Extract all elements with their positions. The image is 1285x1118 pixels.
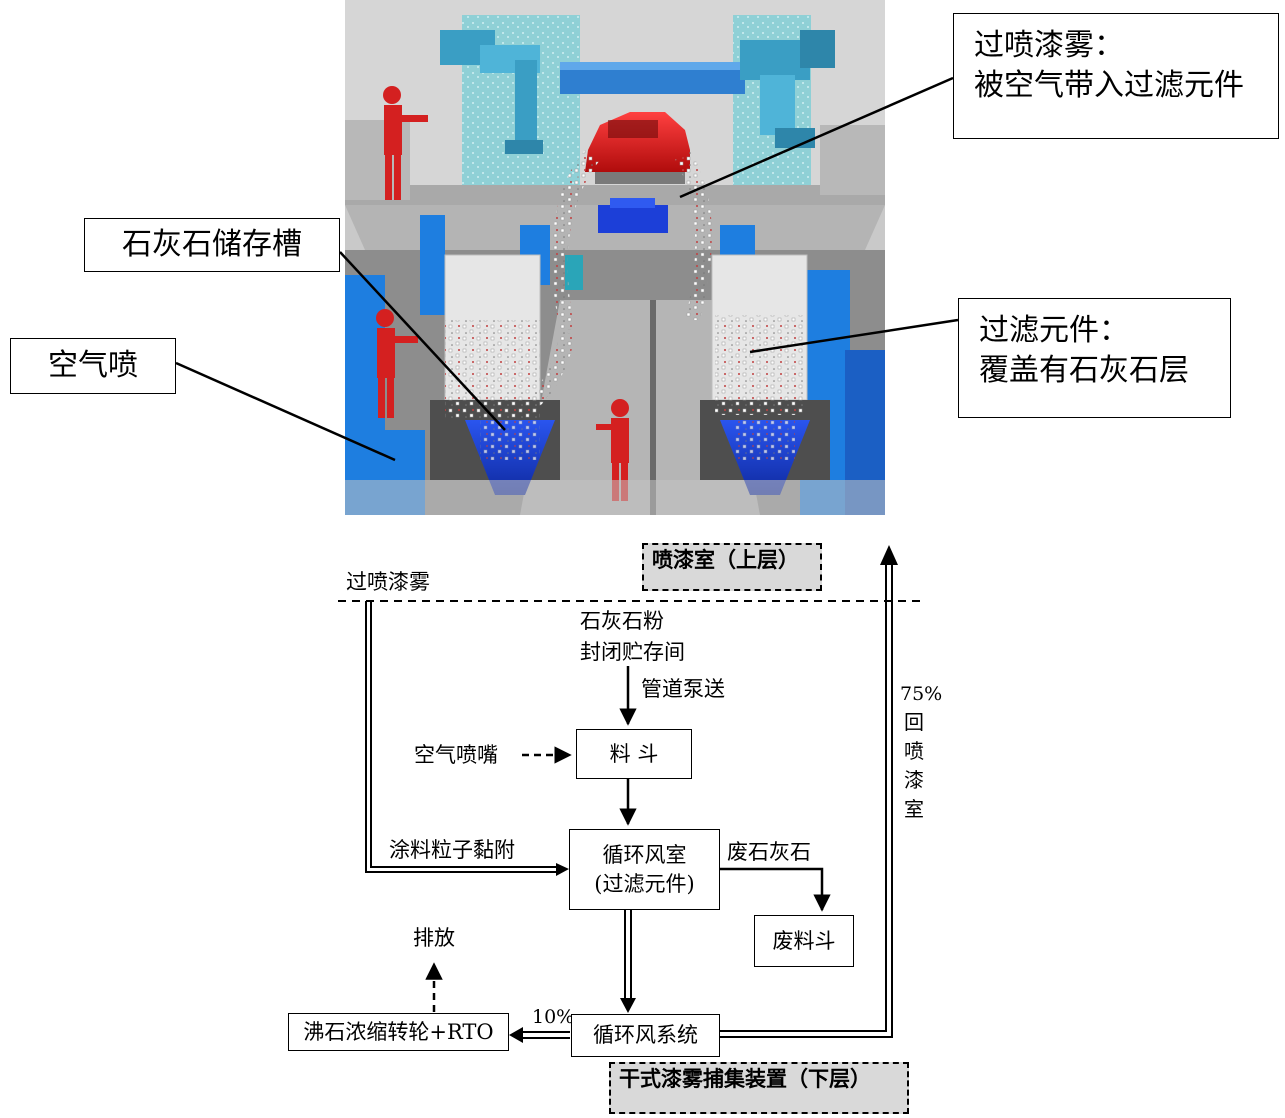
- leader-limestone-tank: [339, 251, 506, 431]
- callout-limestone-tank-text: 石灰石储存槽: [122, 227, 302, 262]
- overspray-mist-right: [675, 150, 712, 320]
- filter-element-left: [445, 320, 540, 420]
- recirc-chamber-line1: 循环风室: [602, 842, 687, 867]
- recirc-system-text: 循环风系统: [593, 1023, 698, 1047]
- car-body: [585, 112, 690, 233]
- overspray-path-a: [365, 601, 560, 873]
- rto-percent-label: 10%: [532, 1006, 575, 1028]
- rto-text: 沸石浓缩转轮+RTO: [303, 1019, 494, 1044]
- callout-limestone-tank: 石灰石储存槽: [84, 218, 340, 272]
- return-percent-label: 75%: [900, 683, 943, 705]
- robot-left: [440, 30, 543, 154]
- hopper-left: [465, 420, 555, 495]
- leader-air-jet: [175, 361, 396, 462]
- waste-arrow: [720, 867, 831, 912]
- air-nozzle-label: 空气喷嘴: [414, 743, 498, 767]
- hopper-box: 料 斗: [576, 729, 692, 779]
- spray-booth-illustration: [345, 0, 885, 515]
- discharge-label: 排放: [413, 926, 455, 950]
- overspray-path-b: [370, 601, 560, 868]
- return-path-a: [720, 562, 887, 1032]
- storage-label-line1: 石灰石粉: [580, 609, 664, 633]
- callout-overspray-line1: 过喷漆雾：: [974, 28, 1124, 63]
- rto-box: 沸石浓缩转轮+RTO: [288, 1013, 509, 1051]
- recirc-system-box: 循环风系统: [571, 1014, 720, 1057]
- recirc-chamber-line2: (过滤元件): [594, 871, 695, 896]
- return-text-vertical: 回喷漆室: [904, 710, 924, 821]
- pipe-pump-label: 管道泵送: [641, 677, 725, 701]
- overspray-label: 过喷漆雾: [346, 570, 430, 594]
- overspray-mist-left: [552, 150, 600, 330]
- lower-layer-text: 干式漆雾捕集装置（下层）: [619, 1067, 871, 1091]
- robot-right: [740, 30, 835, 148]
- waste-limestone-label: 废石灰石: [727, 840, 811, 864]
- callout-air-jet: 空气喷: [10, 338, 176, 394]
- lower-layer-tag: 干式漆雾捕集装置（下层）: [609, 1062, 909, 1114]
- leader-overspray: [679, 76, 954, 199]
- upper-layer-text: 喷漆室（上层）: [652, 548, 799, 572]
- adhesion-label: 涂料粒子黏附: [389, 838, 515, 862]
- worker-lower-left: [376, 309, 418, 418]
- callout-filter-element: 过滤元件： 覆盖有石灰石层: [958, 298, 1231, 418]
- waste-hopper-text: 废料斗: [772, 928, 836, 953]
- callout-air-jet-text: 空气喷: [48, 348, 138, 383]
- worker-upper: [383, 86, 428, 200]
- filter-element-right: [715, 315, 805, 415]
- leader-filter-element: [749, 318, 959, 354]
- upper-layer-tag: 喷漆室（上层）: [642, 543, 822, 591]
- return-path-b: [720, 562, 893, 1038]
- waste-hopper-box: 废料斗: [754, 915, 854, 967]
- callout-overspray-line2: 被空气带入过滤元件: [974, 68, 1244, 103]
- callout-filter-element-line2: 覆盖有石灰石层: [979, 353, 1189, 388]
- callout-leader-lines: [175, 76, 959, 462]
- recirc-chamber-box: 循环风室 (过滤元件): [569, 829, 720, 910]
- callout-overspray: 过喷漆雾： 被空气带入过滤元件: [953, 13, 1279, 139]
- hopper-text: 料 斗: [609, 741, 659, 766]
- callout-filter-element-line1: 过滤元件：: [979, 313, 1129, 348]
- storage-label-line2: 封闭贮存间: [580, 640, 685, 664]
- hopper-right: [720, 420, 810, 495]
